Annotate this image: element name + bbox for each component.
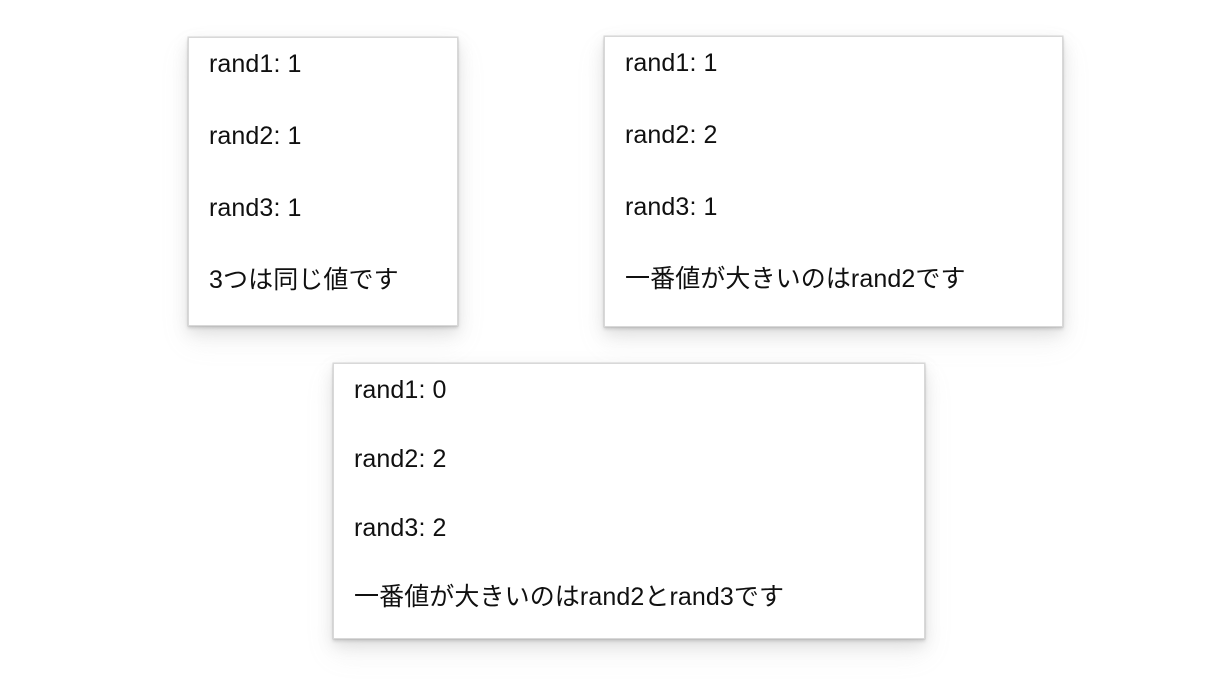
rand2-line: rand2: 2 [354, 445, 447, 473]
verdict-line: 一番値が大きいのはrand2とrand3です [354, 583, 785, 611]
rand1-line: rand1: 1 [209, 50, 302, 78]
output-panel-1: rand1: 1 rand2: 1 rand3: 1 3つは同じ値です [188, 37, 458, 326]
rand3-line: rand3: 2 [354, 514, 447, 542]
rand2-line: rand2: 1 [209, 122, 302, 150]
rand2-line: rand2: 2 [625, 121, 718, 149]
rand3-line: rand3: 1 [209, 194, 302, 222]
output-panel-3: rand1: 0 rand2: 2 rand3: 2 一番値が大きいのはrand… [333, 363, 925, 639]
rand1-line: rand1: 0 [354, 376, 447, 404]
verdict-line: 一番値が大きいのはrand2です [625, 265, 966, 293]
output-panel-2: rand1: 1 rand2: 2 rand3: 1 一番値が大きいのはrand… [604, 36, 1063, 327]
verdict-line: 3つは同じ値です [209, 266, 399, 294]
rand1-line: rand1: 1 [625, 49, 718, 77]
rand3-line: rand3: 1 [625, 193, 718, 221]
